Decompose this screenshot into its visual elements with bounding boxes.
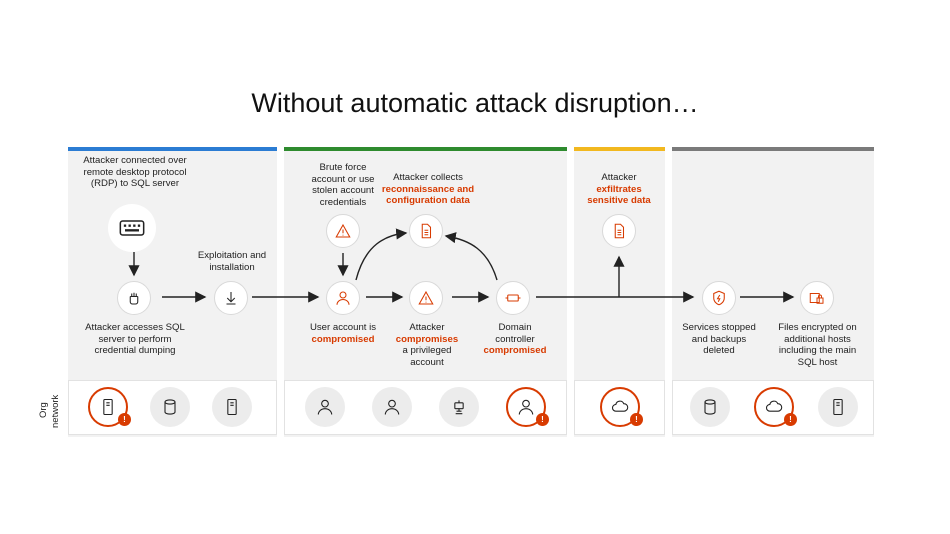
robot-icon bbox=[439, 387, 479, 427]
warning-icon bbox=[409, 281, 443, 315]
server-icon bbox=[212, 387, 252, 427]
step-dump-text: Attacker accesses SQL server to perform … bbox=[85, 322, 185, 356]
step-priv-text: Attacker compromises a privileged accoun… bbox=[390, 322, 464, 368]
step-priv-highlight: compromises bbox=[395, 333, 459, 345]
step-user-highlight: compromised bbox=[311, 333, 375, 345]
database-icon bbox=[690, 387, 730, 427]
step-priv-prefix: Attacker bbox=[409, 322, 445, 333]
phase-bar-gray bbox=[672, 147, 874, 151]
step-exfil-highlight: exfiltrates sensitive data bbox=[587, 183, 651, 207]
database-icon bbox=[150, 387, 190, 427]
step-exploit-text: Exploitation and installation bbox=[197, 250, 267, 273]
keyboard-hand-icon bbox=[108, 204, 156, 252]
step-user-prefix: User account is bbox=[309, 322, 377, 333]
cloud-icon bbox=[600, 387, 640, 427]
step-dc-prefix: Domain controller bbox=[495, 322, 535, 345]
org-network-label: Org network bbox=[38, 378, 78, 438]
phase-bar-green bbox=[284, 147, 567, 151]
alert-badge-icon: ! bbox=[630, 413, 643, 426]
phase-bar-yellow bbox=[574, 147, 665, 151]
step-recon-text: Attacker collects reconnaissance and con… bbox=[378, 172, 478, 207]
step-exfil-text: Attacker exfiltrates sensitive data bbox=[580, 172, 658, 207]
user-icon bbox=[372, 387, 412, 427]
document-icon bbox=[409, 214, 443, 248]
fist-icon bbox=[117, 281, 151, 315]
step-services-text: Services stopped and backups deleted bbox=[682, 322, 756, 356]
server-icon bbox=[88, 387, 128, 427]
step-dc-text: Domain controller compromised bbox=[478, 322, 552, 357]
alert-badge-icon: ! bbox=[536, 413, 549, 426]
step-rdp-text: Attacker connected over remote desktop p… bbox=[83, 155, 187, 189]
domain-controller-icon bbox=[496, 281, 530, 315]
alert-badge-icon: ! bbox=[118, 413, 131, 426]
org-network-label-line1: Org bbox=[38, 402, 49, 418]
org-network-label-line2: network bbox=[50, 394, 61, 428]
warning-icon bbox=[326, 214, 360, 248]
step-user-text: User account is compromised bbox=[298, 322, 388, 345]
shield-bolt-icon bbox=[702, 281, 736, 315]
download-arrow-icon bbox=[214, 281, 248, 315]
step-brute-text: Brute force account or use stolen accoun… bbox=[311, 162, 375, 208]
locked-files-icon bbox=[800, 281, 834, 315]
alert-badge-icon: ! bbox=[784, 413, 797, 426]
step-recon-highlight: reconnaissance and configuration data bbox=[381, 183, 475, 207]
server-icon bbox=[818, 387, 858, 427]
user-icon bbox=[305, 387, 345, 427]
phase-bar-blue bbox=[68, 147, 277, 151]
step-encrypt-text: Files encrypted on additional hosts incl… bbox=[778, 322, 857, 368]
step-priv-suffix: a privileged account bbox=[402, 345, 452, 368]
step-recon-prefix: Attacker collects bbox=[393, 172, 463, 183]
user-icon bbox=[326, 281, 360, 315]
step-exfil-prefix: Attacker bbox=[601, 172, 637, 183]
document-icon bbox=[602, 214, 636, 248]
step-dc-highlight: compromised bbox=[483, 345, 547, 356]
page-title: Without automatic attack disruption… bbox=[251, 88, 699, 118]
